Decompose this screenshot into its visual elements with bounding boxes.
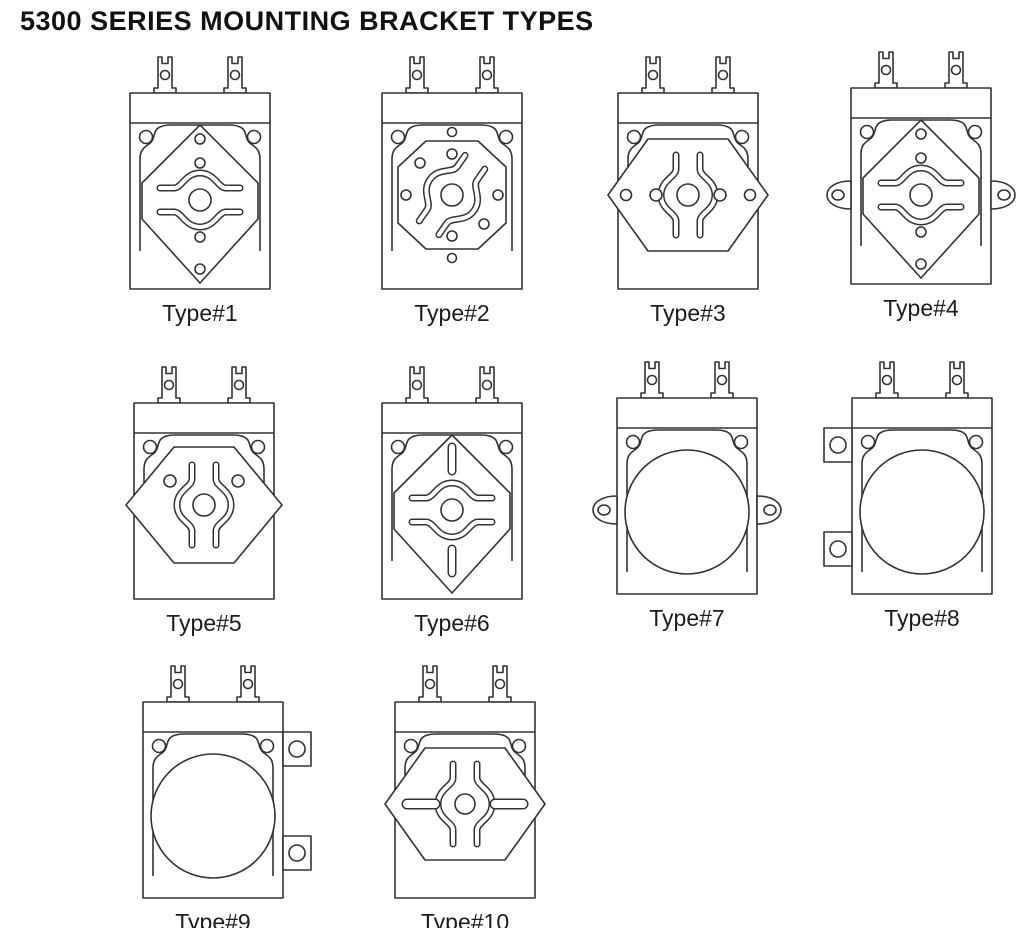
bracket-label: Type#3	[650, 300, 726, 326]
bracket-figure-type-2: Type#2	[352, 55, 552, 327]
bracket-drawing-type-10	[384, 665, 546, 899]
bracket-figure-type-8: Type#8	[822, 360, 1022, 632]
bracket-drawing-type-3	[607, 56, 769, 290]
bracket-label: Type#5	[166, 610, 242, 636]
bracket-label: Type#8	[884, 605, 960, 631]
bracket-label: Type#10	[420, 909, 510, 928]
bracket-drawing-type-6	[381, 366, 523, 600]
bracket-figure-type-3: Type#3	[588, 55, 788, 327]
bracket-label: Type#4	[883, 295, 959, 321]
bracket-figure-type-5: Type#5	[104, 365, 304, 637]
bracket-figure-type-7: Type#7	[587, 360, 787, 632]
page-title: 5300 SERIES MOUNTING BRACKET TYPES	[20, 6, 594, 36]
bracket-label: Type#7	[649, 605, 725, 631]
bracket-figure-type-4: Type#4	[821, 50, 1021, 322]
bracket-drawing-type-8	[823, 361, 993, 595]
bracket-label: Type#1	[162, 300, 238, 326]
bracket-figure-type-1: Type#1	[100, 55, 300, 327]
bracket-drawing-type-4	[826, 51, 1016, 285]
bracket-drawing-type-2	[381, 56, 523, 290]
bracket-drawing-type-9	[142, 665, 312, 899]
bracket-drawing-type-7	[592, 361, 782, 595]
bracket-drawing-type-1	[129, 56, 271, 290]
bracket-figure-type-10: Type#10	[365, 664, 565, 928]
bracket-label: Type#9	[175, 909, 251, 928]
bracket-label: Type#6	[414, 610, 490, 636]
bracket-figure-type-9: Type#9	[113, 664, 313, 928]
bracket-figure-type-6: Type#6	[352, 365, 552, 637]
bracket-label: Type#2	[414, 300, 490, 326]
bracket-drawing-type-5	[125, 366, 283, 600]
